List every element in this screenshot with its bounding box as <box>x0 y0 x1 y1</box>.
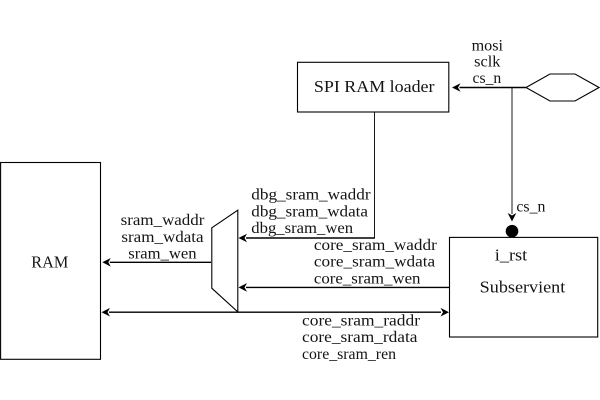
svg-text:sram_wen: sram_wen <box>128 246 196 263</box>
svg-text:RAM: RAM <box>31 253 68 272</box>
svg-text:core_sram_ren: core_sram_ren <box>302 346 396 363</box>
svg-text:core_sram_wen: core_sram_wen <box>314 270 421 287</box>
svg-text:cs_n: cs_n <box>473 70 502 87</box>
svg-text:Subservient: Subservient <box>480 278 566 297</box>
svg-text:core_sram_rdata: core_sram_rdata <box>302 329 418 346</box>
svg-text:core_sram_waddr: core_sram_waddr <box>314 237 438 254</box>
svg-text:core_sram_wdata: core_sram_wdata <box>314 254 435 271</box>
svg-text:core_sram_raddr: core_sram_raddr <box>302 312 421 329</box>
svg-text:i_rst: i_rst <box>495 246 528 265</box>
svg-text:sclk: sclk <box>474 54 500 71</box>
svg-text:dbg_sram_wen: dbg_sram_wen <box>251 220 353 237</box>
svg-text:cs_n: cs_n <box>516 199 545 216</box>
svg-text:sram_waddr: sram_waddr <box>121 212 205 229</box>
svg-text:sram_wdata: sram_wdata <box>121 229 203 246</box>
svg-text:mosi: mosi <box>472 37 504 54</box>
svg-text:dbg_sram_waddr: dbg_sram_waddr <box>251 187 371 204</box>
svg-text:dbg_sram_wdata: dbg_sram_wdata <box>251 203 368 220</box>
svg-text:SPI RAM loader: SPI RAM loader <box>314 77 435 96</box>
